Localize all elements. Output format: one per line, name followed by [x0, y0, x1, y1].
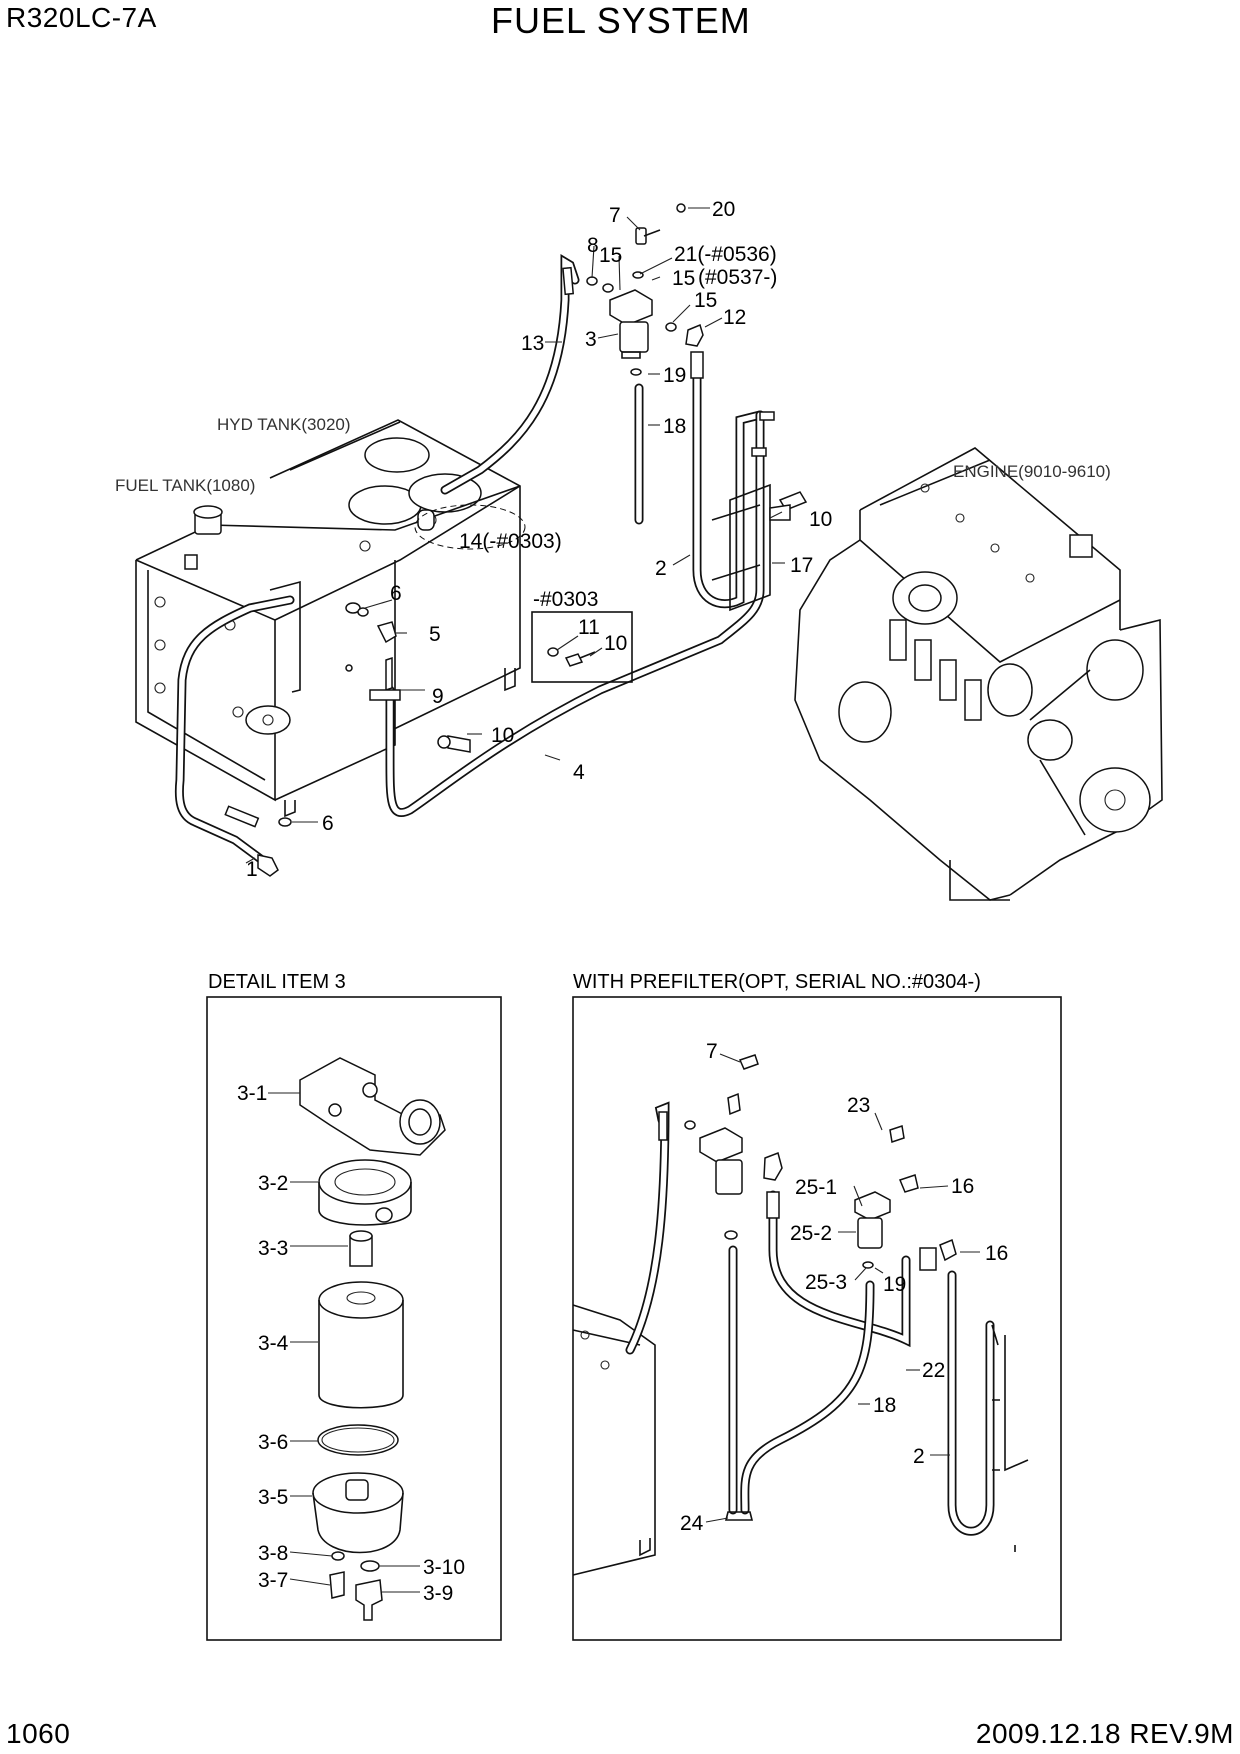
detail-callout-3-8: 3-8	[258, 1542, 288, 1565]
serial-box-callout-11: 11	[578, 616, 600, 639]
callout-10-a: 10	[809, 508, 832, 531]
serial-box-callout-10: 10	[604, 632, 627, 655]
detail-callout-3-2: 3-2	[258, 1172, 288, 1195]
callout-9: 9	[432, 685, 444, 708]
hose-13	[440, 254, 580, 495]
detail-item-3: DETAIL ITEM 3	[206, 971, 502, 1641]
callout-20: 20	[712, 198, 735, 221]
callout-6-a: 6	[390, 582, 402, 605]
prefilter-callout-18: 18	[873, 1394, 896, 1417]
callout-1: 1	[246, 858, 258, 881]
detail-callout-3-5: 3-5	[258, 1486, 288, 1509]
revision-date: 2009.12.18 REV.9M	[975, 1718, 1234, 1749]
detail-callout-3-4: 3-4	[258, 1332, 289, 1355]
serial-box-title: -#0303	[533, 588, 598, 611]
fuel-filter-main	[586, 203, 704, 376]
fuel-tank	[135, 485, 521, 818]
fuel-tank-label: FUEL TANK(1080)	[115, 476, 255, 495]
prefilter-callout-16-a: 16	[951, 1175, 974, 1198]
prefilter-callout-2: 2	[913, 1445, 925, 1468]
hyd-tank-label: HYD TANK(3020)	[217, 415, 351, 434]
detail-leader-lines	[268, 1092, 420, 1593]
callout-21: 21(-#0536)	[674, 243, 777, 266]
hose-4	[385, 410, 765, 817]
prefilter-callout-19: 19	[883, 1273, 906, 1296]
callout-19: 19	[663, 364, 686, 387]
prefilter-title: WITH PREFILTER(OPT, SERIAL NO.:#0304-)	[573, 971, 981, 993]
prefilter-callout-25-1: 25-1	[795, 1176, 837, 1199]
callout-5: 5	[429, 623, 441, 646]
detail-callout-3-6: 3-6	[258, 1431, 288, 1454]
prefilter-callout-25-2: 25-2	[790, 1222, 832, 1245]
detail-callout-3-3: 3-3	[258, 1237, 288, 1260]
callout-15-b: 15	[672, 267, 695, 290]
callout-18: 18	[663, 415, 686, 438]
prefilter-callout-23: 23	[847, 1094, 870, 1117]
prefilter-callout-25-3: 25-3	[805, 1271, 847, 1294]
callout-8: 8	[587, 234, 599, 257]
prefilter-callout-7: 7	[706, 1040, 718, 1063]
callout-4: 4	[573, 761, 585, 784]
callout-3: 3	[585, 328, 597, 351]
detail-callout-3-9: 3-9	[423, 1582, 453, 1605]
leader-lines	[245, 207, 785, 864]
callout-2: 2	[655, 557, 667, 580]
callout-17: 17	[790, 554, 813, 577]
prefilter-leader-lines	[705, 1053, 980, 1523]
callout-13: 13	[521, 332, 544, 355]
callout-10-b: 10	[491, 724, 514, 747]
engine	[794, 447, 1163, 901]
callout-6-b: 6	[322, 812, 334, 835]
callout-7: 7	[609, 204, 621, 227]
callout-14: 14(-#0303)	[459, 530, 562, 553]
page-number: 1060	[6, 1718, 71, 1749]
prefilter-view: WITH PREFILTER(OPT, SERIAL NO.:#0304-)	[572, 971, 1062, 1641]
engine-label: ENGINE(9010-9610)	[953, 462, 1111, 481]
callout-12: 12	[723, 306, 746, 329]
hose-2	[690, 351, 765, 609]
callout-15-a: 15	[599, 244, 622, 267]
callout-15-b-note: (#0537-)	[698, 266, 777, 289]
detail-item3-title: DETAIL ITEM 3	[208, 971, 346, 993]
tank-fittings	[278, 504, 791, 827]
hose-1-fuel-supply	[174, 595, 295, 877]
prefilter-callout-22: 22	[922, 1359, 945, 1382]
prefilter-callout-24: 24	[680, 1512, 704, 1535]
callout-15-c: 15	[694, 289, 717, 312]
detail-callout-3-1: 3-1	[237, 1082, 267, 1105]
detail-callout-3-10: 3-10	[423, 1556, 465, 1579]
page-title: FUEL SYSTEM	[491, 0, 751, 41]
serial-box-0303: -#0303 11 10	[531, 588, 633, 683]
main-view: HYD TANK(3020) FUEL TANK(1080) ENGINE(90…	[115, 198, 1163, 901]
detail-callout-3-7: 3-7	[258, 1569, 288, 1592]
prefilter-callout-16-b: 16	[985, 1242, 1008, 1265]
model-number: R320LC-7A	[6, 2, 157, 33]
